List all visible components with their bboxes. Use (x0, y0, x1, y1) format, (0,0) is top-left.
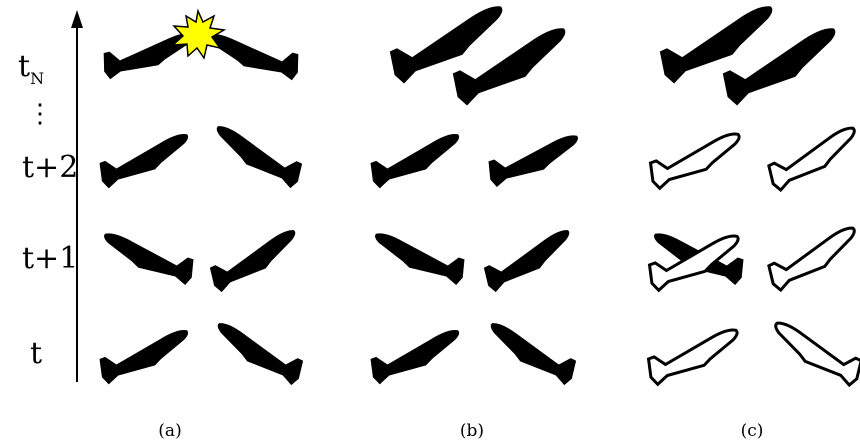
time-label-t2: t+2 (22, 150, 78, 185)
plane-icon (95, 131, 196, 190)
plane-icon (366, 131, 467, 190)
collision-star-icon (170, 8, 227, 60)
plane-icon (97, 230, 198, 287)
plane-icon (207, 123, 306, 190)
time-label-tN: tN (18, 49, 44, 88)
time-label-t1: t+1 (22, 241, 78, 276)
plane-icon (202, 31, 303, 82)
panel-b-caption: (b) (460, 421, 484, 441)
plane-outline-icon (763, 123, 860, 194)
panel-b (366, 2, 585, 387)
plane-outline-icon (763, 223, 860, 294)
plane-icon (366, 327, 467, 386)
plane-icon (480, 227, 579, 294)
plane-icon (484, 132, 585, 189)
plane-outline-icon (645, 129, 749, 192)
panel-c (643, 2, 860, 389)
time-label-ellipsis: ⋮ (27, 99, 53, 129)
plane-outline-icon (643, 325, 747, 388)
plane-outline-icon (764, 318, 860, 389)
time-axis-arrowhead (71, 10, 83, 28)
time-label-t0: t (30, 336, 42, 371)
plane-icon (208, 320, 307, 387)
plane-icon (481, 320, 580, 387)
panel-c-caption: (c) (741, 421, 764, 441)
panel-a-caption: (a) (158, 421, 181, 441)
plane-icon (368, 230, 469, 287)
plane-icon (95, 327, 196, 386)
plane-icon (206, 227, 305, 294)
panel-a (95, 8, 307, 387)
